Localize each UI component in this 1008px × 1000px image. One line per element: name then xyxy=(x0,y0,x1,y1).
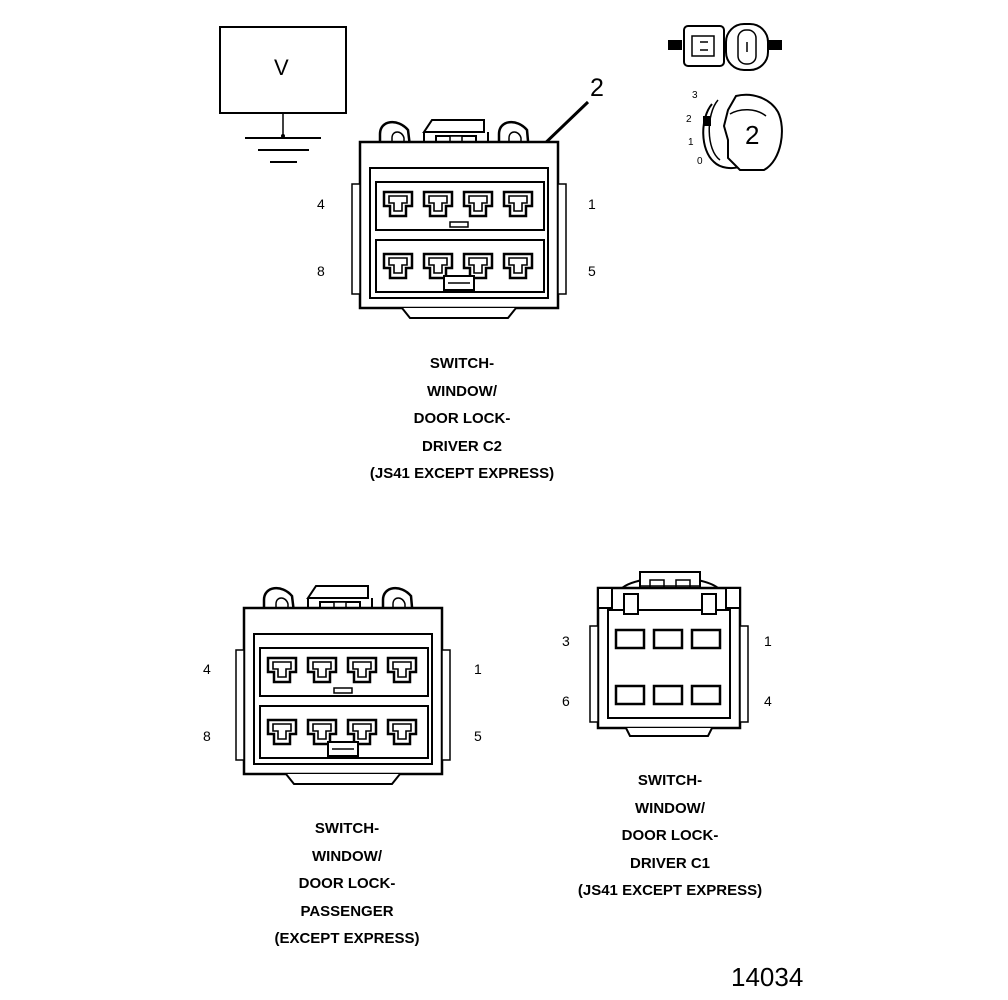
c1-caption-line-4: DRIVER C1 xyxy=(629,854,711,872)
c1-caption-line-1: SWITCH- xyxy=(637,772,703,789)
callout-label: 2 xyxy=(590,74,604,102)
c1-pin-3: 3 xyxy=(562,633,570,649)
c2-caption-line-5: (JS41 EXCEPT EXPRESS) xyxy=(369,465,555,482)
passenger-pin-5: 5 xyxy=(474,728,482,744)
c1-caption: SWITCH- WINDOW/ DOOR LOCK- DRIVER C1 (JS… xyxy=(520,767,820,905)
c2-caption-line-1: SWITCH- xyxy=(429,355,495,372)
c2-caption-line-3: DOOR LOCK- xyxy=(413,410,511,427)
c1-caption-line-5: (JS41 EXCEPT EXPRESS) xyxy=(577,882,763,899)
passenger-pin-8: 8 xyxy=(203,728,211,744)
terminal-tool-icon xyxy=(668,23,782,71)
passenger-caption-line-1: SWITCH- xyxy=(314,820,380,837)
figure-number: 14034 xyxy=(731,962,804,992)
passenger-caption-line-2: WINDOW/ xyxy=(312,847,382,865)
c1-pin-6: 6 xyxy=(562,693,570,709)
connector-passenger-drawing xyxy=(235,585,451,785)
c2-pin-5: 5 xyxy=(588,263,596,279)
voltmeter-label: V xyxy=(274,55,289,80)
key-position-0: 0 xyxy=(697,156,703,167)
voltmeter-symbol xyxy=(219,26,347,163)
key-position-3: 3 xyxy=(692,90,698,101)
connector-c2-drawing xyxy=(351,119,567,319)
passenger-caption-line-5: (EXCEPT EXPRESS) xyxy=(274,930,420,947)
passenger-caption-line-3: DOOR LOCK- xyxy=(298,875,396,892)
connector-c1-drawing xyxy=(589,571,749,737)
passenger-pin-4: 4 xyxy=(203,661,211,677)
c2-caption-line-2: WINDOW/ xyxy=(427,382,497,400)
c1-caption-line-2: WINDOW/ xyxy=(635,799,705,817)
c2-caption-line-4: DRIVER C2 xyxy=(421,437,503,455)
passenger-caption-line-4: PASSENGER xyxy=(300,902,394,920)
passenger-pin-1: 1 xyxy=(474,661,482,677)
c1-caption-line-3: DOOR LOCK- xyxy=(621,827,719,844)
key-position-2: 2 xyxy=(686,114,692,125)
key-position-icon xyxy=(702,93,783,171)
key-label: 2 xyxy=(745,120,760,150)
c2-caption: SWITCH- WINDOW/ DOOR LOCK- DRIVER C2 (JS… xyxy=(312,350,612,488)
passenger-caption: SWITCH- WINDOW/ DOOR LOCK- PASSENGER (EX… xyxy=(197,815,497,953)
c1-pin-1: 1 xyxy=(764,633,772,649)
c2-pin-8: 8 xyxy=(317,263,325,279)
c1-pin-4: 4 xyxy=(764,693,772,709)
c2-pin-4: 4 xyxy=(317,196,325,212)
key-position-1: 1 xyxy=(688,137,694,148)
c2-pin-1: 1 xyxy=(588,196,596,212)
